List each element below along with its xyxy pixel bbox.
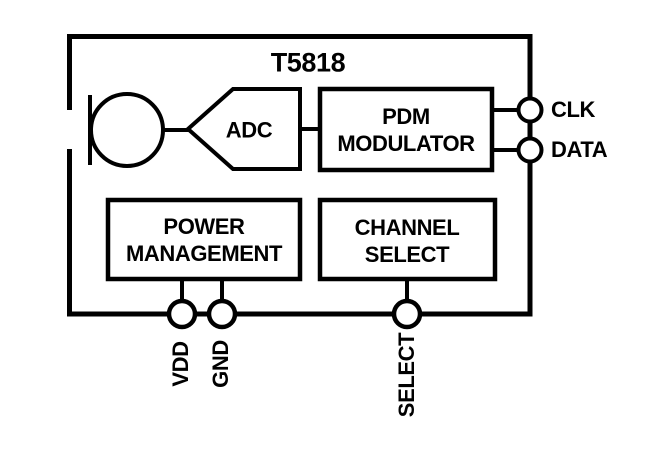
power-management-label-line2: MANAGEMENT [125, 241, 283, 266]
power-management-label-line1: POWER [163, 214, 245, 239]
pin-data-label: DATA [551, 137, 608, 162]
channel-select-block-shape [317, 197, 498, 282]
chip-boundary [67, 34, 533, 317]
pdm-modulator-label-line1: PDM [382, 104, 430, 129]
pdm-modulator-block-label: PDM MODULATOR [337, 103, 475, 157]
chip-title: T5818 [270, 47, 346, 78]
pin-vdd-label: VDD [168, 341, 193, 387]
power-management-block-label: POWER MANAGEMENT [125, 213, 283, 267]
pin-clk-label: CLK [551, 97, 596, 122]
pin-data-circle [516, 136, 544, 164]
pin-gnd-label: GND [208, 340, 233, 388]
pin-gnd-circle [206, 298, 238, 330]
pdm-modulator-label-line2: MODULATOR [337, 131, 475, 156]
channel-select-block-label: CHANNEL SELECT [355, 214, 460, 268]
power-management-block-shape [105, 197, 303, 282]
pin-vdd-circle [166, 298, 198, 330]
pin-clk-circle [516, 96, 544, 124]
microphone-symbol [89, 92, 165, 168]
adc-block-label: ADC [225, 117, 273, 143]
pdm-modulator-block-shape [317, 86, 495, 173]
adc-block-shape [184, 87, 302, 171]
pin-select-label: SELECT [394, 332, 419, 418]
pin-select-circle [391, 298, 423, 330]
channel-select-label-line2: SELECT [364, 242, 450, 267]
channel-select-label-line1: CHANNEL [354, 215, 460, 240]
